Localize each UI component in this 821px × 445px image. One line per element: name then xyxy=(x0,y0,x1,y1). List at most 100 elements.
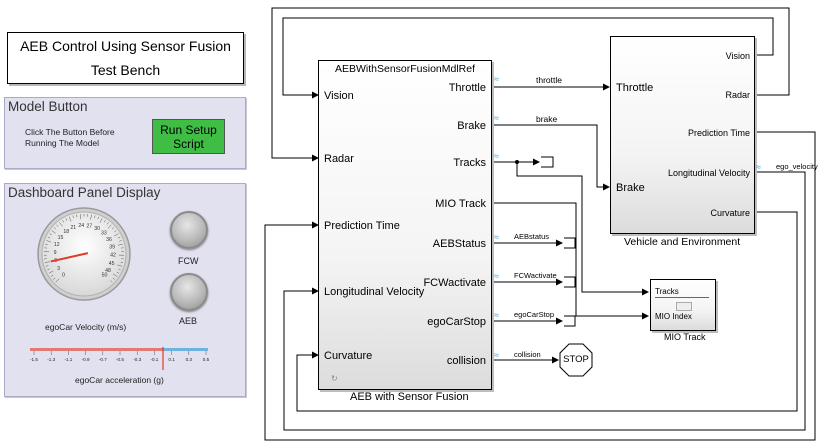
run-button-line-1: Run Setup xyxy=(160,122,217,137)
model-button-panel-title: Model Button xyxy=(8,99,88,114)
acceleration-tick-label: 0.3 xyxy=(186,357,193,362)
gauge-tick xyxy=(45,265,49,267)
title-line-1: AEB Control Using Sensor Fusion xyxy=(20,38,231,54)
run-setup-script-button[interactable]: Run Setup Script xyxy=(152,119,225,154)
acceleration-tick-label: -1.5 xyxy=(30,357,38,362)
gauge-tick xyxy=(113,233,119,237)
stop-block-label: STOP xyxy=(563,354,589,365)
logging-icon: ≈ xyxy=(494,232,499,242)
gauge-tick xyxy=(103,220,106,223)
gauge-tick-label: 18 xyxy=(63,229,69,235)
gauge-tick-label: 45 xyxy=(109,261,115,267)
mio-track-divider xyxy=(655,297,709,298)
test-bench-title: AEB Control Using Sensor Fusion Test Ben… xyxy=(7,32,244,84)
run-button-line-2: Script xyxy=(173,136,204,151)
signal-label-fcw-activate: FCWactivate xyxy=(514,271,557,280)
aeb-with-sensor-fusion-block[interactable]: AEBWithSensorFusionMdlRef xyxy=(318,60,492,390)
gauge-tick-label: 24 xyxy=(78,223,84,229)
gauge-tick xyxy=(51,230,56,234)
aeb-input-prediction-time: Prediction Time xyxy=(324,220,400,232)
aeb-output-throttle: Throttle xyxy=(448,82,486,94)
vehicle-and-environment-block[interactable] xyxy=(610,36,755,234)
gauge-tick xyxy=(117,236,121,239)
gauge-tick xyxy=(112,277,115,280)
vehicle-output-curvature: Curvature xyxy=(710,208,750,218)
gauge-tick xyxy=(118,268,121,271)
gauge-tick-label: 42 xyxy=(110,253,116,259)
velocity-gauge[interactable]: 03691215182124273033363942454850 xyxy=(36,206,132,302)
dashboard-panel-title: Dashboard Panel Display xyxy=(8,185,161,200)
gauge-tick xyxy=(69,216,72,222)
acceleration-tick-label: -0.5 xyxy=(116,357,124,362)
gauge-tick-label: 15 xyxy=(58,235,64,241)
vehicle-output-radar: Radar xyxy=(725,90,750,100)
aeb-input-longitudinal-velocity: Longitudinal Velocity xyxy=(324,286,425,298)
signal-label-throttle: throttle xyxy=(536,75,562,85)
gauge-tick xyxy=(97,216,99,220)
instruction-line-1: Click The Button Before xyxy=(25,127,115,137)
mio-port-mio-index: MIO Index xyxy=(655,312,692,321)
signal-label-ego-velocity: ego_velocity xyxy=(776,162,818,171)
aeb-block-caption: AEB with Sensor Fusion xyxy=(350,391,469,403)
gauge-tick xyxy=(116,271,120,274)
gauge-tick xyxy=(90,214,92,220)
logging-icon: ≈ xyxy=(494,271,499,281)
gauge-tick xyxy=(120,261,124,263)
gauge-tick xyxy=(106,222,109,225)
logging-icon: ≈ xyxy=(494,151,499,161)
logging-icon: ≈ xyxy=(494,113,499,123)
gauge-tick-label: 27 xyxy=(87,223,93,229)
vehicle-input-brake: Brake xyxy=(616,182,645,194)
signal-label-ego-car-stop: egoCarStop xyxy=(514,310,555,319)
gauge-tick xyxy=(110,280,113,283)
gauge-tick xyxy=(49,233,52,236)
gauge-tick xyxy=(47,236,51,239)
gauge-tick xyxy=(94,215,96,219)
acceleration-tick-label: -0.3 xyxy=(133,357,141,362)
vehicle-output-prediction-time: Prediction Time xyxy=(687,128,750,138)
aeb-output-aeb-status: AEBStatus xyxy=(432,238,486,250)
gauge-tick-label: 39 xyxy=(109,245,115,251)
aeb-lamp-label: AEB xyxy=(179,316,198,326)
vehicle-output-vision: Vision xyxy=(725,51,750,61)
acceleration-tick-label: -0.1 xyxy=(150,357,158,362)
stop-block[interactable] xyxy=(559,343,593,377)
gauge-tick xyxy=(111,227,115,230)
gauge-tick xyxy=(48,270,54,274)
aeb-output-ego-car-stop: egoCarStop xyxy=(427,316,486,328)
gauge-tick-label: 36 xyxy=(106,237,112,243)
gauge-tick xyxy=(55,278,60,283)
mio-port-tracks: Tracks xyxy=(655,287,679,296)
gauge-tick-label: 30 xyxy=(94,226,100,232)
signal-label-brake: brake xyxy=(536,114,558,124)
gauge-tick xyxy=(72,215,74,219)
aeb-output-mio-track: MIO Track xyxy=(435,198,486,210)
gauge-tick xyxy=(45,243,48,245)
gauge-tick-label: 21 xyxy=(70,225,76,231)
aeb-output-brake: Brake xyxy=(457,120,486,132)
logging-icon: ≈ xyxy=(756,162,761,172)
gauge-tick-label: 9 xyxy=(54,250,57,256)
acceleration-tick-label: 0.1 xyxy=(168,357,175,362)
acceleration-tick-label: -1.1 xyxy=(64,357,72,362)
gauge-tick xyxy=(119,240,122,242)
gauge-tick xyxy=(114,230,117,233)
gauge-label: egoCar Velocity (m/s) xyxy=(45,322,127,332)
gauge-tick-label: 50 xyxy=(102,272,108,278)
instruction-line-2: Running The Model xyxy=(25,138,100,148)
acceleration-label: egoCar acceleration (g) xyxy=(75,375,164,385)
gauge-tick xyxy=(56,224,59,227)
gauge-needle xyxy=(50,252,89,263)
gauge-tick xyxy=(50,274,54,277)
aeb-input-radar: Radar xyxy=(324,153,354,165)
mio-index-indicator xyxy=(676,302,692,311)
acceleration-tick-label: -0.9 xyxy=(82,357,90,362)
gauge-tick xyxy=(44,261,50,263)
aeb-input-curvature: Curvature xyxy=(324,350,373,362)
gauge-tick-label: 0 xyxy=(62,272,65,278)
gauge-tick xyxy=(46,240,52,243)
gauge-tick xyxy=(117,264,123,267)
gauge-tick xyxy=(53,277,56,280)
